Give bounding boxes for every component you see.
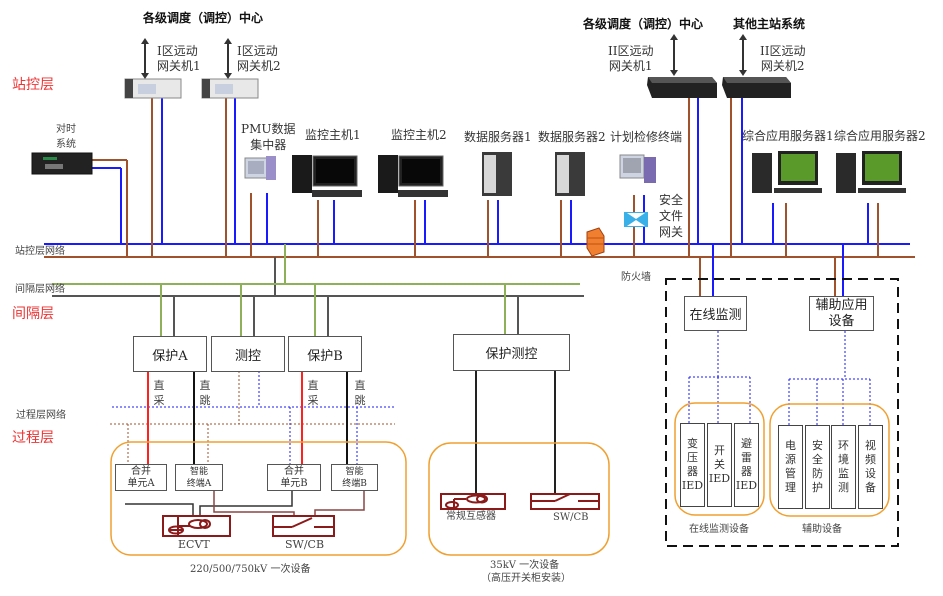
protection-a-box: 保护A <box>133 336 207 372</box>
monitor-host-icon <box>292 155 362 197</box>
conventional-ct-symbol <box>440 493 506 510</box>
online-monitor-group-label: 在线监测设备 <box>689 524 749 535</box>
maintenance-terminal-icon <box>619 154 656 183</box>
mv-equipment-group <box>428 442 610 556</box>
app-server-icon <box>752 151 822 193</box>
merging-unit-b: 合并单元B <box>267 464 321 491</box>
layer-label-process: 过程层 <box>12 430 54 446</box>
measure-control-box: 测控 <box>211 336 285 372</box>
aux-equipment-group-label: 辅助设备 <box>802 524 842 535</box>
gateway-label-2: I区远动网关机2 <box>237 44 281 73</box>
video-device-unit: 视频设备 <box>858 425 883 509</box>
server-tower-icon <box>555 152 585 196</box>
ecvt-symbol <box>162 515 231 537</box>
app-server-2-label: 综合应用服务器2 <box>834 129 926 143</box>
gateway-device-icon <box>124 78 182 99</box>
merging-unit-a: 合并单元A <box>115 464 167 491</box>
aux-equipment-group <box>769 403 890 517</box>
server-tower-icon <box>482 152 512 196</box>
firewall-label: 防火墙 <box>621 272 651 283</box>
online-monitor-group <box>674 402 765 516</box>
pmu-label: PMU数据集中器 <box>241 122 296 152</box>
gateway-label-1: I区远动网关机1 <box>157 44 201 73</box>
layer-label-station: 站控层 <box>12 77 54 93</box>
gateway-device-icon <box>201 78 259 99</box>
swcb-symbol <box>272 515 335 537</box>
network-label-bay: 间隔层网络 <box>15 284 65 295</box>
environment-monitor-unit: 环境监测 <box>831 425 856 509</box>
smart-terminal-a: 智能终端A <box>175 464 223 491</box>
conventional-ct-label: 常规互感器 <box>446 511 496 522</box>
layer-label-bay: 间隔层 <box>12 306 54 322</box>
time-sync-device-icon <box>31 152 93 175</box>
gateway-label-4: II区远动网关机2 <box>760 44 806 73</box>
network-label-station: 站控层网络 <box>15 246 65 257</box>
monitor-host-2-label: 监控主机2 <box>391 128 447 142</box>
security-protection-unit: 安全防护 <box>805 425 830 509</box>
ecvt-label: ECVT <box>178 538 210 551</box>
gateway-device-icon <box>722 77 791 98</box>
direct-trip-b-label: 直跳 <box>354 379 366 407</box>
swcb-label: SW/CB <box>285 538 325 551</box>
app-server-1-label: 综合应用服务器1 <box>742 129 834 143</box>
monitor-host-icon <box>378 155 448 197</box>
pmu-computer-icon <box>244 156 276 180</box>
protection-b-box: 保护B <box>288 336 362 372</box>
mv-group-label-2: （高压开关柜安装） <box>481 573 571 584</box>
power-management-unit: 电源管理 <box>778 425 803 509</box>
direct-sample-b-label: 直采 <box>307 379 319 407</box>
aux-area-frame <box>665 278 899 547</box>
other-master-systems: 其他主站系统 <box>733 17 806 31</box>
online-monitor-box: 在线监测 <box>684 296 747 331</box>
hv-group-label: 220/500/750kV 一次设备 <box>190 564 311 575</box>
network-label-process: 过程层网络 <box>16 410 66 421</box>
swcb-35kv-symbol <box>530 493 600 510</box>
app-server-icon <box>836 151 906 193</box>
secure-file-gateway-icon <box>624 212 648 227</box>
aux-app-box: 辅助应用设备 <box>809 296 874 331</box>
time-sync-label: 对时系统 <box>56 124 76 150</box>
swcb-35kv-label: SW/CB <box>553 512 589 523</box>
secure-file-gateway-label: 安全文件网关 <box>659 193 684 239</box>
gateway-label-3: II区远动网关机1 <box>608 44 654 73</box>
monitor-host-1-label: 监控主机1 <box>305 128 361 142</box>
firewall-icon <box>586 227 605 257</box>
dispatch-center-left: 各级调度（调控）中心 <box>143 11 264 25</box>
maintenance-terminal-label: 计划检修终端 <box>610 130 683 144</box>
data-server-2-label: 数据服务器2 <box>538 130 606 144</box>
hv-equipment-group <box>110 441 407 556</box>
dispatch-center-right: 各级调度（调控）中心 <box>583 17 704 31</box>
protection-measure-box: 保护测控 <box>453 334 570 371</box>
mv-group-label-1: 35kV 一次设备 <box>490 560 560 571</box>
direct-sample-a-label: 直采 <box>153 379 165 407</box>
data-server-1-label: 数据服务器1 <box>464 130 532 144</box>
smart-terminal-b: 智能终端B <box>331 464 378 491</box>
direct-trip-a-label: 直跳 <box>199 379 211 407</box>
gateway-device-icon <box>647 77 717 98</box>
